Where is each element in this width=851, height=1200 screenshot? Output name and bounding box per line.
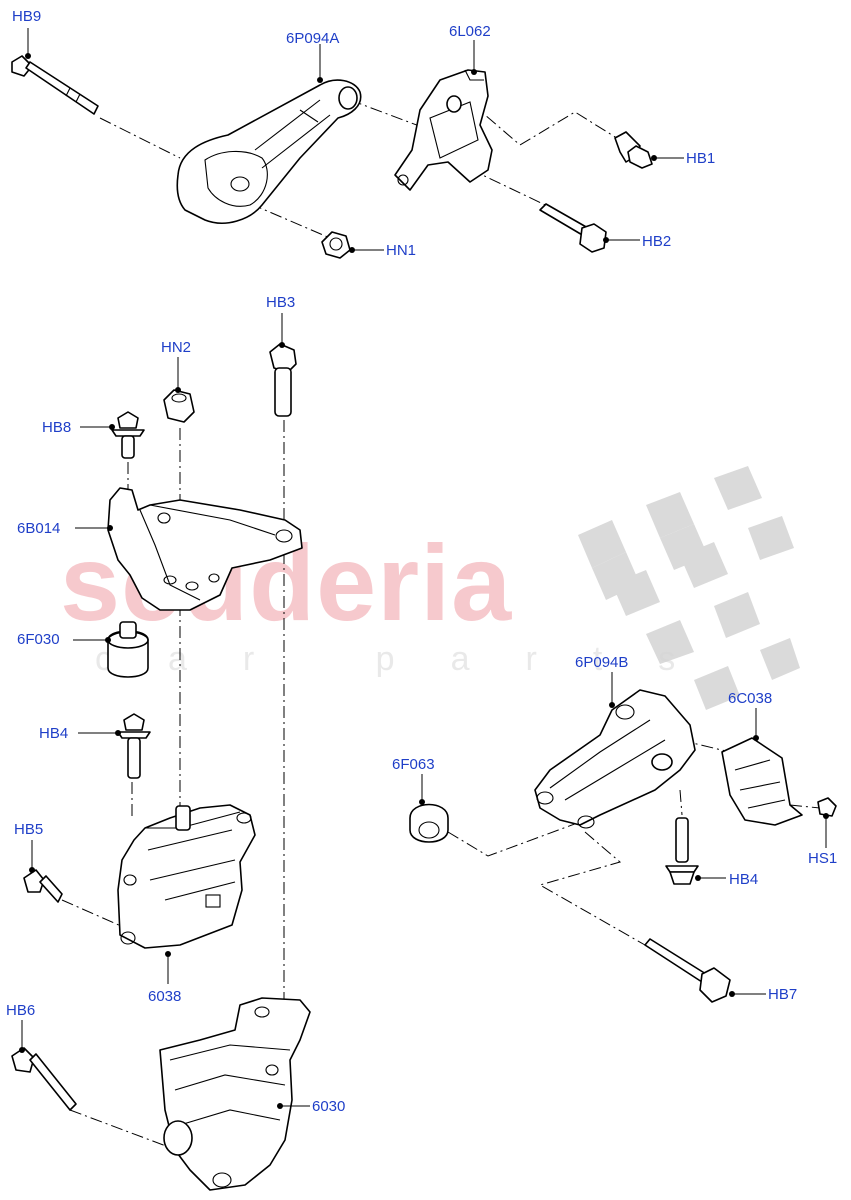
bolt-hb6 xyxy=(11,1047,77,1111)
callout-hb2: HB2 xyxy=(642,233,672,250)
heat-shield-6c038 xyxy=(721,737,803,826)
callout-leaders xyxy=(19,28,829,1109)
callout-6p094b: 6P094B xyxy=(575,654,629,671)
callout-6c038: 6C038 xyxy=(728,690,773,707)
bolt-hb2 xyxy=(539,203,607,253)
callout-hb1: HB1 xyxy=(686,150,716,167)
bush-6f063 xyxy=(409,803,449,843)
checkered-flag-logo xyxy=(578,466,800,710)
bolt-hb1 xyxy=(614,131,653,169)
callout-6p094a: 6P094A xyxy=(286,30,340,47)
bolt-hb8 xyxy=(111,411,145,459)
callout-6038: 6038 xyxy=(148,988,182,1005)
callout-hn1: HN1 xyxy=(386,242,417,259)
nut-hn2 xyxy=(163,389,195,423)
bolt-hb9 xyxy=(11,55,99,115)
callout-hs1: HS1 xyxy=(808,850,838,867)
callout-hb8: HB8 xyxy=(42,419,72,436)
callout-6b014: 6B014 xyxy=(17,520,61,537)
watermark-tagline: car parts xyxy=(95,640,732,678)
callout-hn2: HN2 xyxy=(161,339,192,356)
bracket-6l062 xyxy=(394,69,493,191)
bolt-hb7 xyxy=(644,938,731,1003)
bush-6f030 xyxy=(107,621,149,678)
callout-hb6: HB6 xyxy=(6,1002,36,1019)
callout-6030: 6030 xyxy=(312,1098,346,1115)
torque-arm-6p094a xyxy=(176,79,362,224)
bolt-hb5 xyxy=(23,869,63,903)
bracket-6030 xyxy=(159,997,311,1191)
callout-6f030: 6F030 xyxy=(17,631,60,648)
callout-hb3: HB3 xyxy=(266,294,296,311)
torque-rod-6p094b xyxy=(534,689,696,829)
bolt-hb3 xyxy=(269,343,297,417)
callout-hb7: HB7 xyxy=(768,986,798,1003)
callout-hb9: HB9 xyxy=(12,8,42,25)
bolt-hb4-left xyxy=(117,713,151,779)
callout-hb5: HB5 xyxy=(14,821,44,838)
callout-6f063: 6F063 xyxy=(392,756,435,773)
callout-6l062: 6L062 xyxy=(449,23,491,40)
bolt-hb4-right xyxy=(665,817,699,885)
callout-hb4-right: HB4 xyxy=(729,871,759,888)
bracket-6b014 xyxy=(107,487,303,611)
engine-mount-6038 xyxy=(117,804,256,949)
assembly-lines-left xyxy=(61,420,285,1156)
callout-hb4-left: HB4 xyxy=(39,725,69,742)
screw-hs1 xyxy=(817,797,837,817)
